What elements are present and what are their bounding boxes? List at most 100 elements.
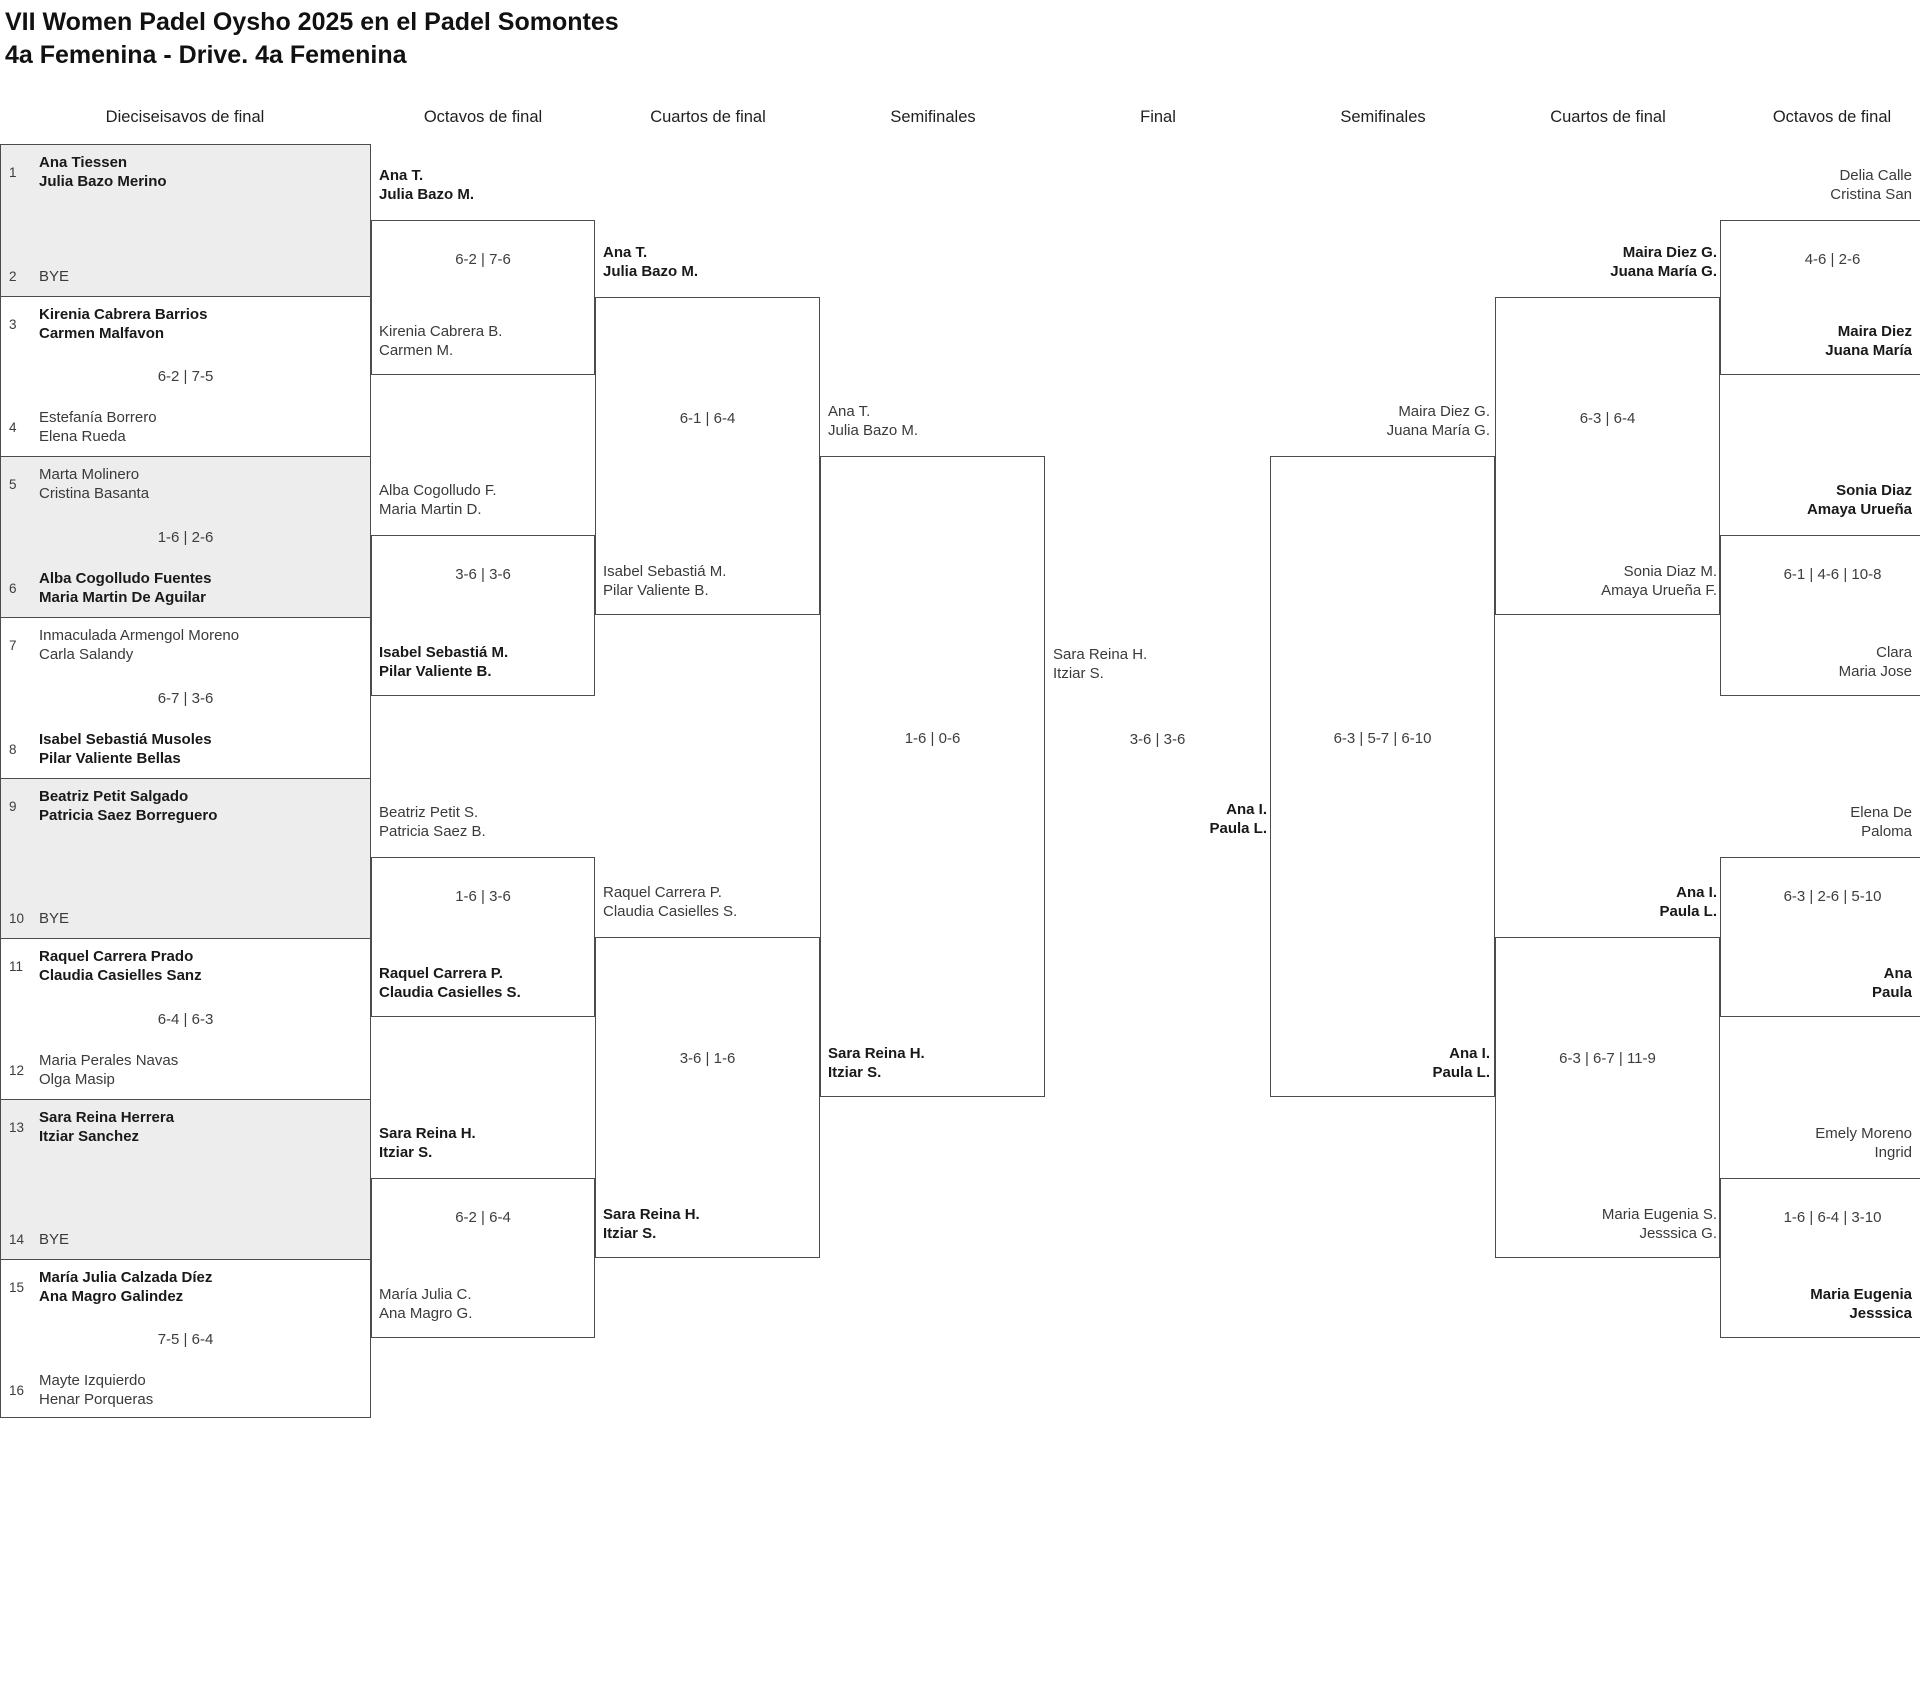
match-box (371, 1178, 595, 1338)
participant: Sara Reina H.Itziar S. (379, 1124, 476, 1162)
team-name-line: Carmen M. (379, 342, 454, 359)
team-name-line: Delia Calle (1839, 167, 1912, 184)
team-name-line: Sara Reina H. (1053, 646, 1148, 663)
team-name-line: Maria Jose (1838, 663, 1912, 680)
team-name-line: Ana I. (1676, 884, 1717, 901)
match-box (371, 535, 595, 696)
match-score: 1-6 | 2-6 (157, 528, 214, 546)
team-name-line: María Julia Calzada Díez (39, 1269, 213, 1286)
team-name-line: Jesssica (1849, 1305, 1912, 1322)
match-score: 6-7 | 3-6 (157, 689, 214, 707)
match-box (1720, 220, 1920, 375)
team-names: Ana T.Julia Bazo M. (828, 402, 918, 440)
team-name-line: Sara Reina H. (828, 1045, 925, 1062)
participant: Kirenia Cabrera B.Carmen M. (379, 322, 502, 360)
match-score: 6-2 | 6-4 (455, 1209, 511, 1226)
team-name-line: Paloma (1861, 823, 1912, 840)
team-name-line: Julia Bazo M. (379, 186, 475, 203)
team-name-line: Amaya Urueña (1806, 501, 1912, 518)
match-score: 4-6 | 2-6 (1804, 251, 1861, 268)
team-name-line: Itziar S. (603, 1225, 657, 1242)
team-names: BYE (39, 909, 69, 928)
team-name-line: Amaya Urueña F. (1601, 582, 1717, 599)
seed-number: 6 (9, 580, 17, 596)
team-name-line: Juana María (1825, 342, 1912, 359)
team-name-line: Itziar S. (379, 1144, 433, 1161)
team-name-line: Paula L. (1659, 903, 1717, 920)
team-names: Isabel Sebastiá M.Pilar Valiente B. (379, 643, 508, 681)
team-name-line: Claudia Casielles Sanz (39, 967, 202, 984)
team-name-line: Itziar S. (1053, 665, 1104, 682)
team-name-line: Julia Bazo M. (603, 263, 699, 280)
team-name-line: Ana (1883, 965, 1912, 982)
team-name-line: Ana Tiessen (39, 154, 128, 171)
match-box (1720, 857, 1920, 1017)
team-name-line: Clara (1876, 644, 1912, 661)
match-box (1720, 1178, 1920, 1338)
team-names: Ana I. Paula L. (1659, 883, 1717, 921)
team-names: Raquel Carrera P.Claudia Casielles S. (379, 964, 521, 1002)
team-name-line: Ana Magro G. (379, 1305, 473, 1322)
team-name-line: Cristina Basanta (39, 485, 150, 502)
team-name-line: Inmaculada Armengol Moreno (39, 627, 240, 644)
team-name-line: Paula (1871, 984, 1912, 1001)
round-header: Octavos de final (1772, 108, 1892, 126)
team-name-line: BYE (39, 268, 70, 285)
round-header: Semifinales (1340, 108, 1426, 126)
seed-number: 5 (9, 476, 17, 492)
round-header: Dieciseisavos de final (105, 108, 265, 126)
participant: Sara Reina H. Itziar S. (1053, 645, 1147, 683)
round-header: Semifinales (890, 108, 976, 126)
participant: Maria Eugenia S.Jesssica G. (1602, 1205, 1717, 1243)
team-name-line: Sonia Diaz (1836, 482, 1912, 499)
participant: Isabel Sebastiá M.Pilar Valiente B. (379, 643, 508, 681)
round-header: Octavos de final (423, 108, 543, 126)
participant: Ana I.Paula L. (1209, 800, 1267, 838)
team-name-line: Pilar Valiente Bellas (39, 750, 181, 767)
participant: Ana T.Julia Bazo M. (603, 243, 698, 281)
team-name-line: Patricia Saez Borreguero (39, 807, 218, 824)
team-name-line: Olga Masip (39, 1071, 115, 1088)
team-name-line: Itziar S. (828, 1064, 882, 1081)
seed-number: 7 (9, 637, 17, 653)
team-names: Sonia Diaz M.Amaya Urueña F. (1601, 562, 1717, 600)
team-names: BYE (39, 1230, 69, 1249)
seed-number: 13 (9, 1119, 25, 1135)
seed-number: 16 (9, 1382, 25, 1398)
team-names: María Julia C.Ana Magro G. (379, 1285, 472, 1323)
match-score: 6-3 | 6-4 (1579, 410, 1636, 427)
team-name-line: Maira Diez G. (1398, 403, 1490, 420)
seed-number: 1 (9, 164, 17, 180)
team-name-line: Estefanía Borrero (39, 409, 157, 426)
team-name-line: Maria Eugenia S. (1601, 1206, 1717, 1223)
participant: Sara Reina H. Itziar S. (828, 1044, 925, 1082)
team-names: Sara Reina H.Itziar S. (379, 1124, 476, 1162)
tournament-name: VII Women Padel Oysho 2025 en el Padel S… (5, 8, 619, 36)
seed-number: 15 (9, 1279, 25, 1295)
team-name-line: Raquel Carrera P. (603, 884, 722, 901)
